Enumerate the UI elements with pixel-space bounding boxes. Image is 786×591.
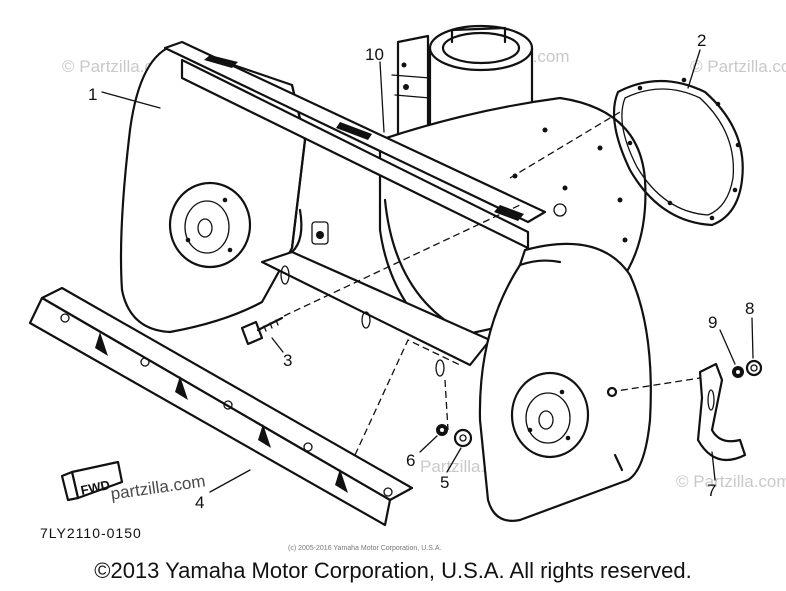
- part-label-6: 6: [406, 451, 415, 470]
- washer-part-6: [436, 424, 448, 436]
- part-label-10: 10: [365, 45, 384, 64]
- forward-direction-marker: FWD: [60, 460, 124, 502]
- bracket-part-7: [696, 362, 747, 462]
- small-copyright: (c) 2005-2016 Yamaha Motor Corporation, …: [288, 545, 441, 552]
- copyright-notice: ©2013 Yamaha Motor Corporation, U.S.A. A…: [94, 558, 692, 583]
- nut-part-8: [745, 359, 763, 377]
- watermark-blade: partzilla.com: [109, 471, 206, 503]
- leader-part-8: [751, 317, 754, 359]
- leader-part-7: [711, 451, 716, 481]
- bolt-part-3: [240, 316, 284, 346]
- part-label-7: 7: [707, 481, 716, 500]
- part-label-2: 2: [697, 31, 706, 50]
- nut-leader-dashed: [444, 379, 449, 431]
- scraper-blade-part-4: [28, 286, 414, 527]
- part-label-4: 4: [195, 493, 204, 512]
- leader-part-6: [419, 435, 438, 453]
- leader-part-4: [209, 469, 251, 493]
- part-label-9: 9: [708, 313, 717, 332]
- washer-part-9: [732, 366, 744, 378]
- watermark-top-right: © Partzilla.com: [690, 57, 786, 76]
- bracket-bolt: [606, 386, 618, 398]
- part-label-8: 8: [745, 299, 754, 318]
- leader-part-5: [446, 447, 462, 473]
- bracket-leader-dashed: [609, 377, 701, 393]
- drawing-code: 7LY2110-0150: [40, 525, 142, 541]
- part-label-1: 1: [88, 85, 97, 104]
- gasket-part-2: [612, 77, 744, 227]
- part-label-5: 5: [440, 473, 449, 492]
- housing-top-bar: [163, 40, 547, 250]
- watermark-bottom-right: © Partzilla.com: [676, 472, 786, 491]
- fwd-text: FWD: [79, 477, 111, 498]
- leader-part-10: [379, 61, 385, 133]
- leader-part-1: [101, 91, 161, 109]
- blade-leader-dashed: [354, 339, 461, 456]
- leader-part-2: [687, 49, 701, 89]
- leader-part-3: [271, 337, 284, 353]
- nut-part-5: [453, 428, 473, 448]
- right-side-panel: [478, 242, 652, 522]
- part-label-3: 3: [283, 351, 292, 370]
- leader-part-9: [719, 329, 736, 365]
